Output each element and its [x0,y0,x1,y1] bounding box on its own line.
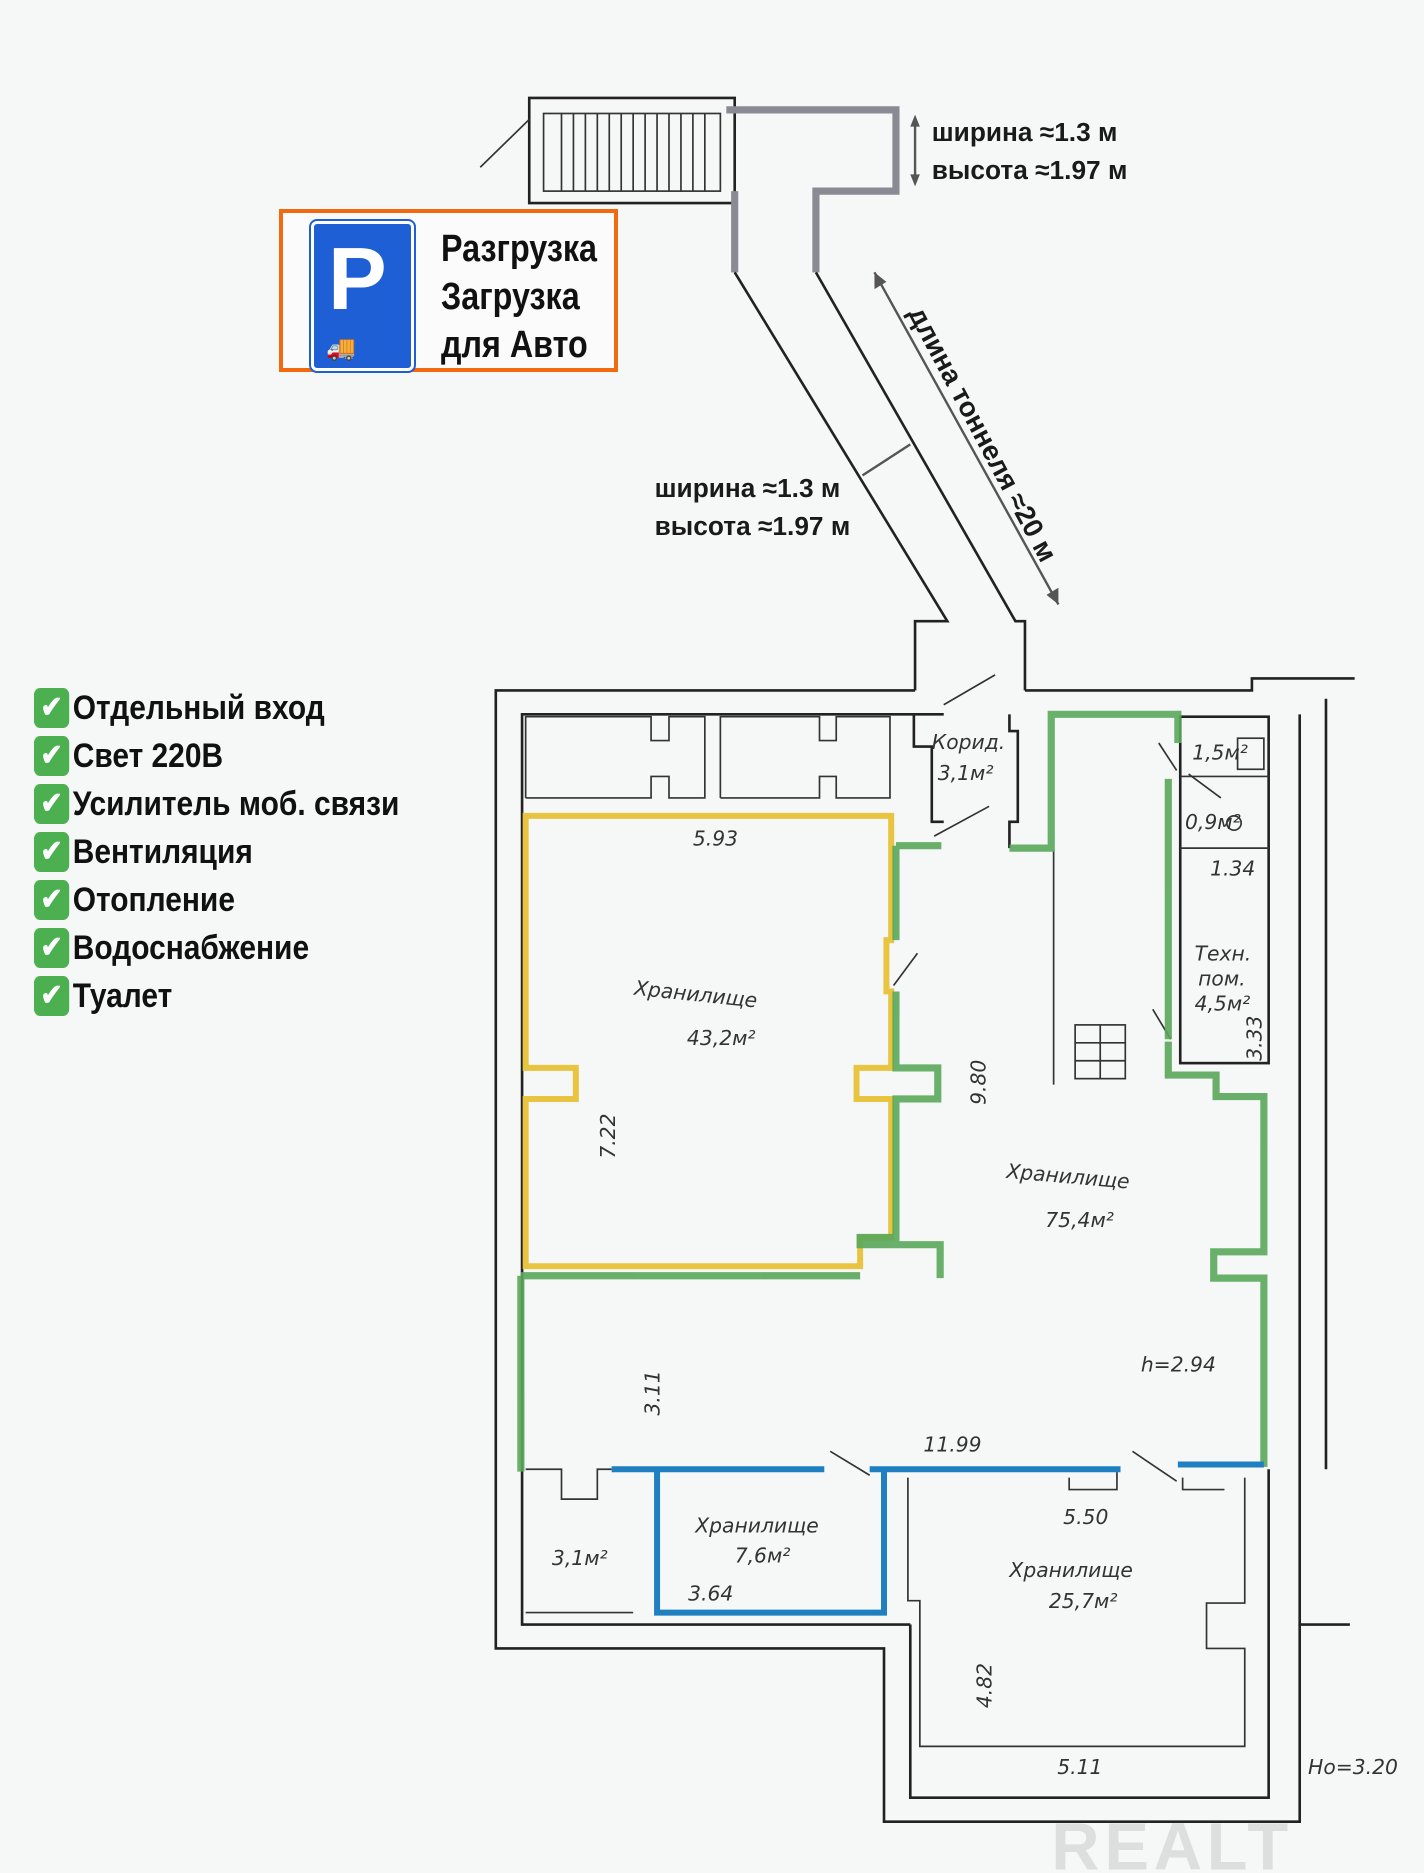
feature-label: Вентиляция [72,832,253,871]
feature-item: ✔Туалет [34,976,172,1016]
check-icon: ✔ [34,688,70,728]
check-icon: ✔ [34,928,70,968]
feature-label: Водоснабжение [72,928,310,967]
sign-line: Разгрузка [441,228,598,270]
dim-5-93: 5.93 [693,827,738,851]
sign-text: Разгрузка Загрузка для Авто [441,225,597,369]
dim-5-50: 5.50 [1063,1505,1108,1529]
storage-green-outline [517,710,1268,1472]
feature-item: ✔Усилитель моб. связи [34,784,399,824]
tunnel-length-label: длина тоннеля ≈20 м [903,301,1064,567]
parking-sign-icon: P 🚚 [309,219,416,373]
storage-blue-outline [611,1461,1264,1616]
tunnel-mid-height: высота ≈1.97 м [655,511,851,541]
dim-7-22: 7.22 [596,1113,620,1158]
parking-sign-box: P 🚚 Разгрузка Загрузка для Авто [279,209,618,373]
bottom-storage-area: 25,7м² [1049,1589,1118,1613]
check-icon: ✔ [34,784,70,824]
tunnel-top-height: высота ≈1.97 м [932,155,1128,185]
feature-item: ✔Отдельный вход [34,688,325,728]
dim-5-11: 5.11 [1057,1755,1102,1779]
feature-label: Отопление [72,880,235,919]
check-icon: ✔ [34,976,70,1016]
check-icon: ✔ [34,832,70,872]
storage-yellow-outline [522,812,895,1270]
feature-item: ✔Отопление [34,880,235,920]
corridor-name: Корид. [932,730,1005,754]
dim-4-82: 4.82 [973,1663,997,1708]
tech-name: Техн. [1195,941,1252,965]
feature-label: Туалет [72,976,173,1015]
staircase [479,96,737,205]
dim-9-80: 9.80 [967,1060,991,1105]
feature-label: Отдельный вход [72,688,325,727]
check-icon: ✔ [34,880,70,920]
wc2-area: 0,9м² [1185,810,1241,834]
height-2-94: h=2.94 [1141,1352,1216,1376]
yellow-storage-name: Хранилище [632,976,758,1013]
sign-line: Загрузка [441,276,580,318]
wc1-area: 1,5м² [1192,741,1248,765]
green-storage-area: 75,4м² [1045,1208,1114,1232]
tech-name2: пом. [1198,966,1245,990]
truck-loading-icon: 🚚 [326,335,356,362]
check-icon: ✔ [34,736,70,776]
dim-1-34: 1.34 [1210,857,1255,881]
feature-item: ✔Свет 220В [34,736,223,776]
building-walls [494,674,1355,1823]
parking-letter: P [328,229,387,328]
dim-3-64: 3.64 [688,1582,733,1606]
feature-label: Усилитель моб. связи [72,784,400,823]
height-3-20: Ho=3.20 [1308,1755,1398,1779]
bottom-storage-name: Хранилище [1008,1558,1132,1582]
tunnel-top-width: ширина ≈1.3 м [932,117,1118,147]
tech-area: 4,5м² [1195,992,1251,1016]
dim-3-33: 3.33 [1242,1016,1266,1061]
watermark: REALT [1051,1809,1293,1873]
corridor-area: 3,1м² [938,761,994,785]
yellow-storage-area: 43,2м² [687,1026,756,1050]
feature-item: ✔Водоснабжение [34,928,309,968]
blue-storage-area: 7,6м² [735,1543,791,1567]
tunnel [726,106,1060,691]
small-room-area: 3,1м² [552,1546,608,1570]
dim-11-99: 11.99 [923,1432,981,1456]
green-storage-name: Хранилище [1005,1159,1131,1194]
feature-item: ✔Вентиляция [34,832,253,872]
tunnel-mid-width: ширина ≈1.3 м [655,473,841,503]
feature-label: Свет 220В [72,736,224,775]
dim-3-11: 3.11 [640,1370,664,1415]
sign-line: для Авто [441,324,588,366]
blue-storage-name: Хранилище [694,1514,818,1538]
